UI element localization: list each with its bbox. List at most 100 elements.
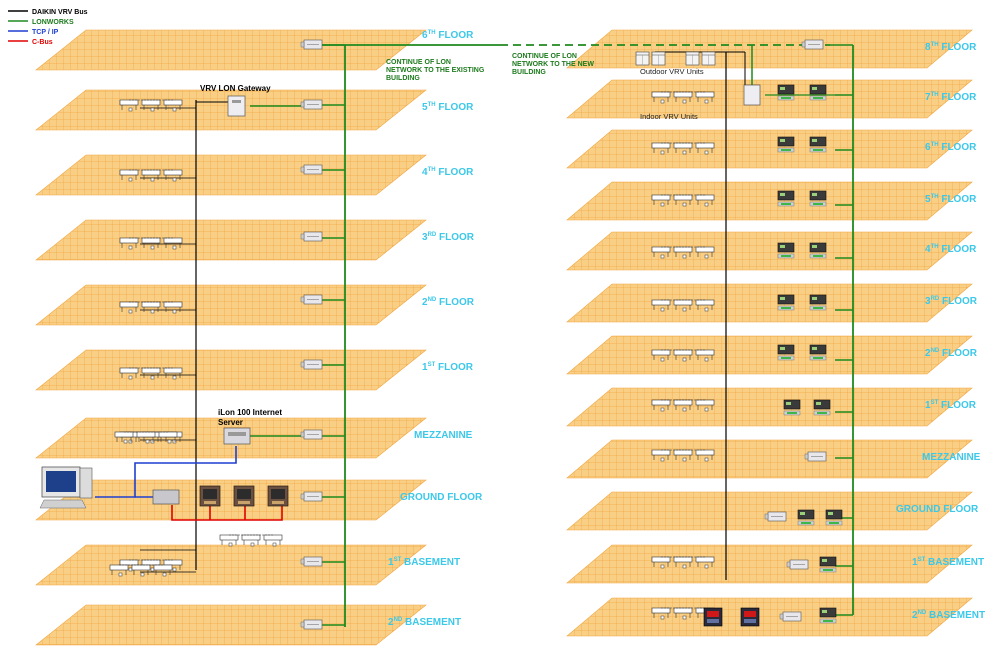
indoor-unit-icon — [673, 91, 693, 104]
right-floor-slab — [566, 181, 973, 221]
outdoor-units-label: Outdoor VRV Units — [640, 67, 704, 76]
right-floor-slab — [566, 491, 973, 531]
left-floor-label: 3RD FLOOR — [422, 232, 475, 243]
right-floor-slab — [566, 597, 973, 637]
lon-node-icon — [300, 294, 323, 305]
ilon-label-line2: Server — [218, 418, 243, 427]
indoor-unit-icon — [263, 534, 283, 547]
lon-node-icon — [300, 556, 323, 567]
gateway-label: VRV LON Gateway — [200, 84, 271, 93]
right-floor-label: 6TH FLOOR — [925, 142, 977, 153]
right-floor-slab — [566, 29, 973, 69]
controller-module-icon — [783, 399, 801, 416]
lon-node-icon — [300, 619, 323, 630]
left-floor-label: 1ST FLOOR — [422, 362, 474, 373]
right-floor-label: GROUND FLOOR — [896, 504, 979, 515]
network-wires — [95, 44, 854, 627]
lon-node-icon — [300, 491, 323, 502]
energy-meter-icon — [740, 607, 760, 627]
indoor-unit-icon — [136, 431, 156, 444]
indoor-unit-icon — [141, 301, 161, 314]
left-floor-label: 4TH FLOOR — [422, 167, 474, 178]
controller-module-icon — [813, 399, 831, 416]
svg-text:CONTINUE OF LON: CONTINUE OF LON — [512, 53, 577, 60]
svg-text:NETWORK TO THE NEW: NETWORK TO THE NEW — [512, 61, 594, 68]
lon-node-icon — [300, 39, 323, 50]
left-floor-slab — [35, 154, 427, 196]
indoor-unit-icon — [651, 449, 671, 462]
right-floor-slab — [566, 335, 973, 375]
lon-node-icon — [786, 559, 809, 570]
controller-module-icon — [809, 344, 827, 361]
controller-module-icon — [819, 556, 837, 573]
lon-node-icon — [779, 611, 802, 622]
svg-text:BUILDING: BUILDING — [512, 69, 546, 76]
lon-node-icon — [300, 99, 323, 110]
cbus-link — [171, 505, 283, 521]
svg-text:CONTINUE OF LON: CONTINUE OF LON — [386, 59, 451, 66]
right-floor-label: 4TH FLOOR — [925, 244, 977, 255]
outdoor-unit-icon — [685, 51, 700, 66]
cbus-controller-icon — [267, 485, 289, 507]
lon-node-icon — [300, 359, 323, 370]
left-floor-label: 1ST BASEMENT — [388, 557, 460, 568]
indoor-unit-icon — [241, 534, 261, 547]
vrv-lon-gateway-icon — [227, 95, 246, 117]
outdoor-unit-icon — [701, 51, 716, 66]
legend-label-vrv-bus: DAIKIN VRV Bus — [32, 9, 88, 16]
controller-module-icon — [797, 509, 815, 526]
right-floor-slab — [566, 79, 973, 119]
right-floor-slab — [566, 439, 973, 479]
left-floor-slab — [35, 479, 427, 521]
right-floor-slab — [566, 544, 973, 584]
energy-meter-icon — [703, 607, 723, 627]
controller-module-icon — [809, 294, 827, 311]
left-floor-label: 6TH FLOOR — [422, 30, 474, 41]
indoor-unit-icon — [219, 534, 239, 547]
note-existing-building: CONTINUE OF LON NETWORK TO THE EXISTING … — [386, 59, 485, 82]
left-floor-slab — [35, 219, 427, 261]
right-floor-label: 3RD FLOOR — [925, 296, 978, 307]
indoor-unit-icon — [141, 169, 161, 182]
indoor-unit-icon — [695, 194, 715, 207]
controller-module-icon — [809, 84, 827, 101]
outdoor-unit-icon — [635, 51, 650, 66]
right-floor-label: 2ND BASEMENT — [912, 610, 985, 621]
outdoor-unit-icon — [651, 51, 666, 66]
lon-node-icon — [764, 511, 787, 522]
workstation-icon — [39, 466, 93, 509]
controller-module-icon — [777, 294, 795, 311]
indoor-unit-icon — [695, 299, 715, 312]
lon-node-icon — [801, 39, 824, 50]
devices — [39, 39, 843, 630]
legend-label-tcpip: TCP / IP — [32, 29, 59, 36]
controller-module-icon — [825, 509, 843, 526]
left-floor-label: 5TH FLOOR — [422, 102, 474, 113]
controller-module-icon — [777, 136, 795, 153]
controller-module-icon — [809, 136, 827, 153]
controller-module-icon — [777, 190, 795, 207]
right-floor-label: 1ST BASEMENT — [912, 557, 984, 568]
controller-module-icon — [777, 344, 795, 361]
left-floor-slab — [35, 349, 427, 391]
left-floor-label: 2ND FLOOR — [422, 297, 475, 308]
router-icon — [152, 489, 180, 505]
indoor-unit-icon — [673, 607, 693, 620]
left-floor-slab — [35, 284, 427, 326]
svg-text:BUILDING: BUILDING — [386, 75, 420, 82]
svg-text:NETWORK TO THE EXISTING: NETWORK TO THE EXISTING — [386, 67, 485, 74]
vrv-lon-gateway-icon — [743, 84, 761, 106]
indoor-unit-icon — [119, 367, 139, 380]
right-floor-label: 2ND FLOOR — [925, 348, 978, 359]
cbus-controller-icon — [233, 485, 255, 507]
left-floor-label: 2ND BASEMENT — [388, 617, 461, 628]
left-floor-slab — [35, 29, 427, 71]
right-floor-slab — [566, 231, 973, 271]
controller-module-icon — [809, 242, 827, 259]
left-floor-label: GROUND FLOOR — [400, 492, 483, 503]
ilon-label-line1: iLon 100 Internet — [218, 408, 282, 417]
cbus-controller-icon — [199, 485, 221, 507]
controller-module-icon — [809, 190, 827, 207]
